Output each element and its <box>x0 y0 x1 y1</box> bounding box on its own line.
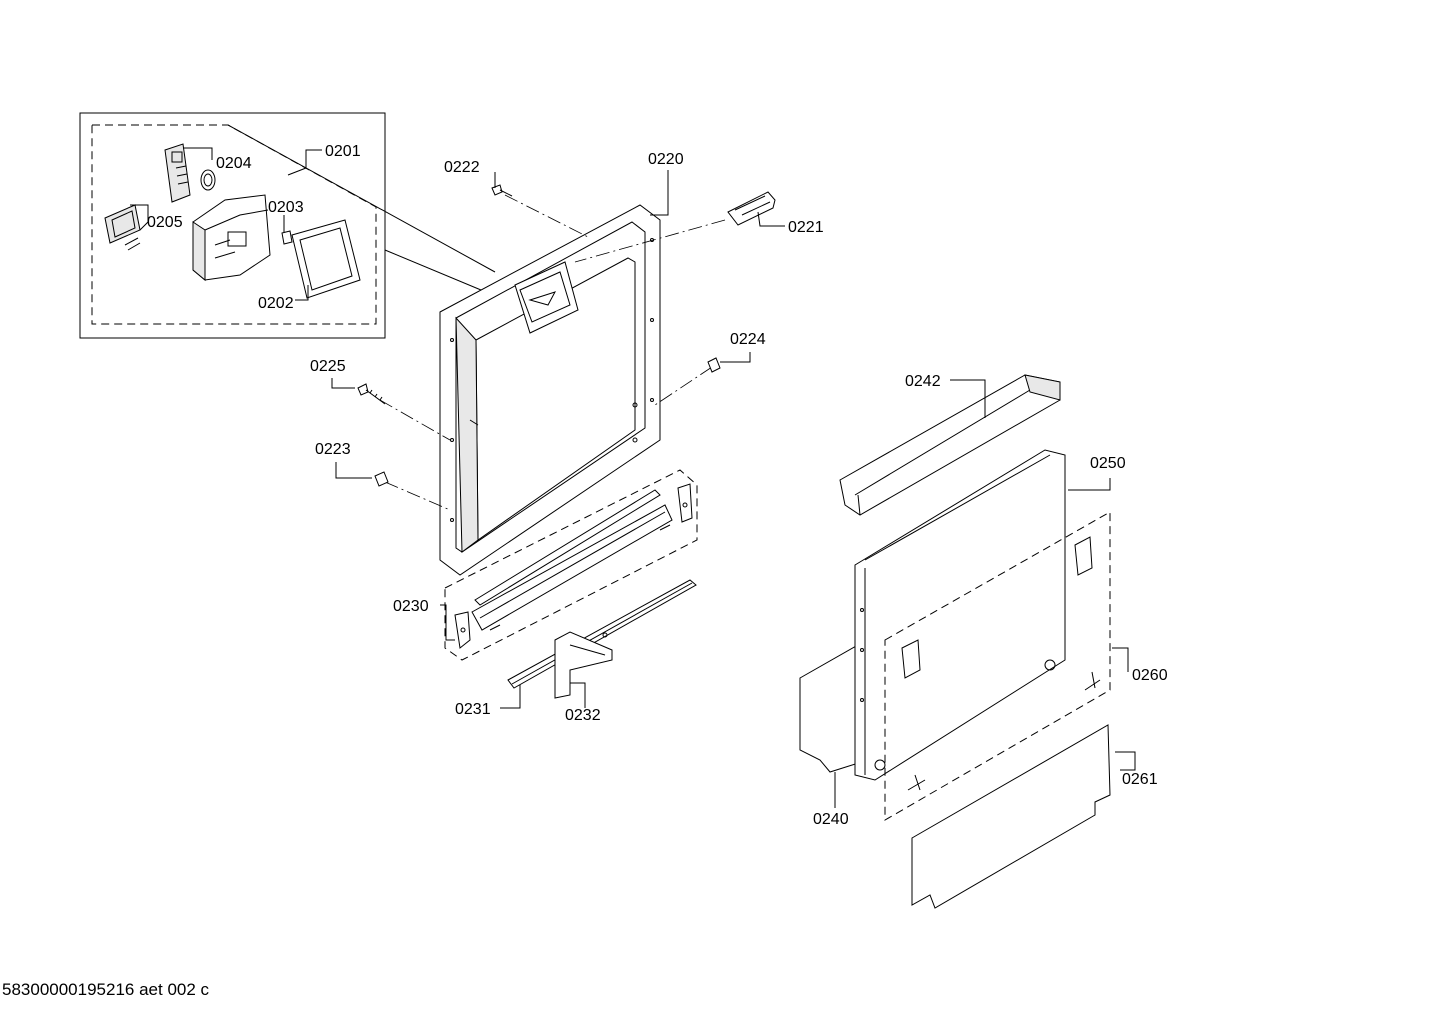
label-0202: 0202 <box>258 295 294 312</box>
door-latch-part <box>727 191 776 226</box>
label-0230: 0230 <box>393 598 429 615</box>
dispenser-small-panel-part <box>104 204 141 251</box>
label-0225: 0225 <box>310 358 346 375</box>
part-labels: 0201 0204 0205 0203 0202 0222 0220 0221 … <box>147 143 1168 828</box>
dispenser-seal-part <box>291 219 361 299</box>
toe-plate-part <box>911 724 1111 909</box>
label-0250: 0250 <box>1090 455 1126 472</box>
label-0232: 0232 <box>565 707 601 724</box>
label-0203: 0203 <box>268 199 304 216</box>
label-0223: 0223 <box>315 441 351 458</box>
dispenser-body-part <box>192 194 271 282</box>
label-0201: 0201 <box>325 143 361 160</box>
front-panel-part <box>854 449 1066 781</box>
label-0231: 0231 <box>455 701 491 718</box>
hinge-assembly-part <box>444 469 698 661</box>
assembly-lines <box>379 194 726 511</box>
screw-0224 <box>707 357 721 373</box>
label-0205: 0205 <box>147 214 183 231</box>
dispenser-lid-part <box>164 143 216 203</box>
label-0261: 0261 <box>1122 771 1158 788</box>
screw-0223 <box>374 471 389 487</box>
handle-strip-part <box>839 374 1061 516</box>
leader-lines <box>130 147 1136 808</box>
screw-0225 <box>357 383 386 405</box>
dispenser-cap-part <box>281 230 293 245</box>
label-0222: 0222 <box>444 159 480 176</box>
label-0220: 0220 <box>648 151 684 168</box>
drawing-code: 58300000195216 aet 002 c <box>2 980 210 999</box>
label-0221: 0221 <box>788 219 824 236</box>
decor-panel-part <box>884 511 1111 821</box>
inner-door-part <box>439 204 661 576</box>
label-0204: 0204 <box>216 155 252 172</box>
screw-0222 <box>491 184 513 197</box>
label-0242: 0242 <box>905 373 941 390</box>
label-0240: 0240 <box>813 811 849 828</box>
label-0224: 0224 <box>730 331 766 348</box>
bottom-bracket-part <box>554 631 613 699</box>
label-0260: 0260 <box>1132 667 1168 684</box>
